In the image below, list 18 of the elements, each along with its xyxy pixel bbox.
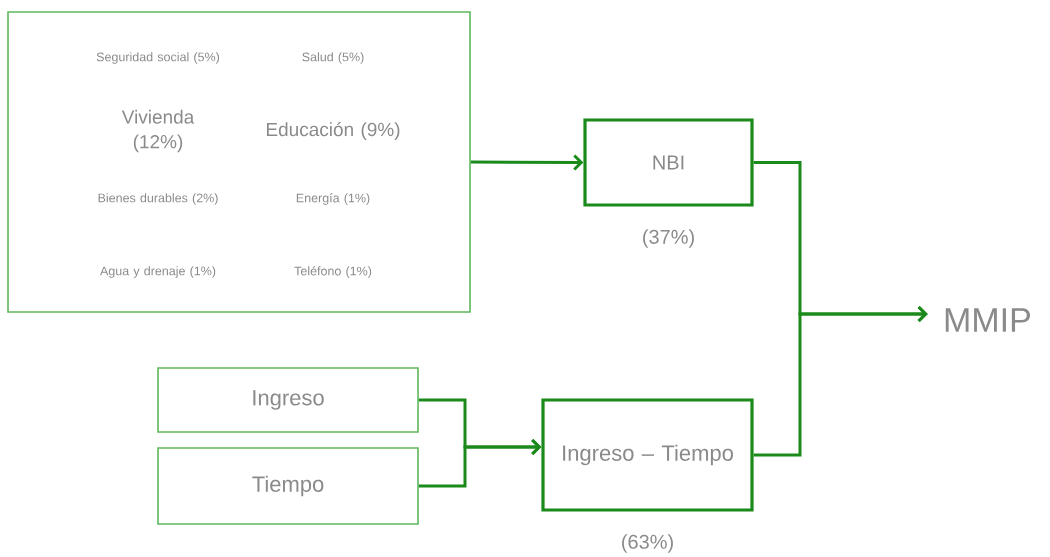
category-label: Bienes durables (2%) [98, 193, 218, 205]
process-box: NBI [583, 118, 754, 207]
arrow [470, 154, 584, 171]
category-label: Vivienda (12%) [121, 109, 195, 153]
category-label: Seguridad social (5%) [96, 52, 220, 64]
category-label: Salud (5%) [302, 52, 364, 64]
category-label: Teléfono (1%) [294, 266, 372, 278]
arrow [753, 305, 928, 457]
input-box: Tiempo [157, 447, 419, 525]
process-box: Ingreso – Tiempo [541, 398, 754, 512]
input-box: Ingreso [157, 367, 419, 433]
category-label: Energía (1%) [296, 193, 370, 205]
share-label: (37%) [643, 229, 694, 248]
category-label: Educación (9%) [266, 122, 400, 140]
arrow [418, 438, 542, 488]
output-label: MMIP [945, 308, 1030, 332]
share-label: (63%) [622, 534, 673, 553]
category-label: Agua y drenaje (1%) [100, 266, 216, 278]
